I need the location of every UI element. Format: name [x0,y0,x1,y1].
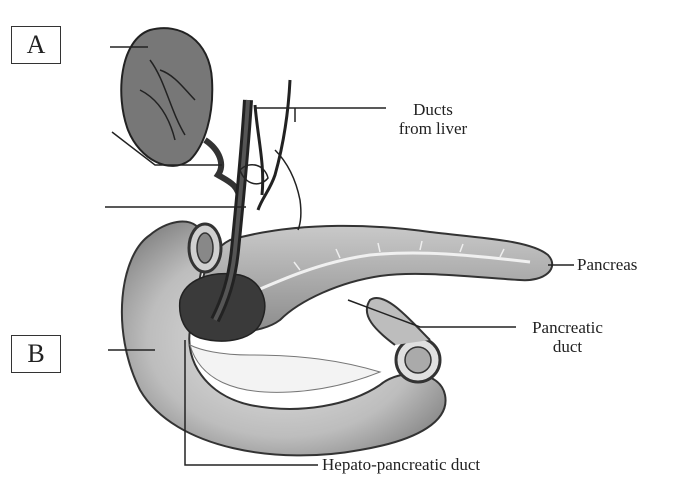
gall-bladder [121,28,212,166]
label-box-a: A [11,26,61,64]
ducts-from-liver-line-1: Ducts [368,100,498,119]
cystic-duct [205,140,240,200]
duodenum-inner [190,345,380,392]
pancreatic-duct-line-2: duct [505,337,630,356]
pancreas-label: Pancreas [577,255,637,274]
pancreatic-duct-label: Pancreatic duct [505,318,630,356]
ducts-from-liver-line-2: from liver [368,119,498,138]
ducts-from-liver-label: Ducts from liver [368,100,498,138]
pancreatic-duct-line-1: Pancreatic [505,318,630,337]
hepatic-duct-left [255,105,263,195]
label-box-b: B [11,335,61,373]
hepato-pancreatic-duct-label: Hepato-pancreatic duct [322,455,480,474]
